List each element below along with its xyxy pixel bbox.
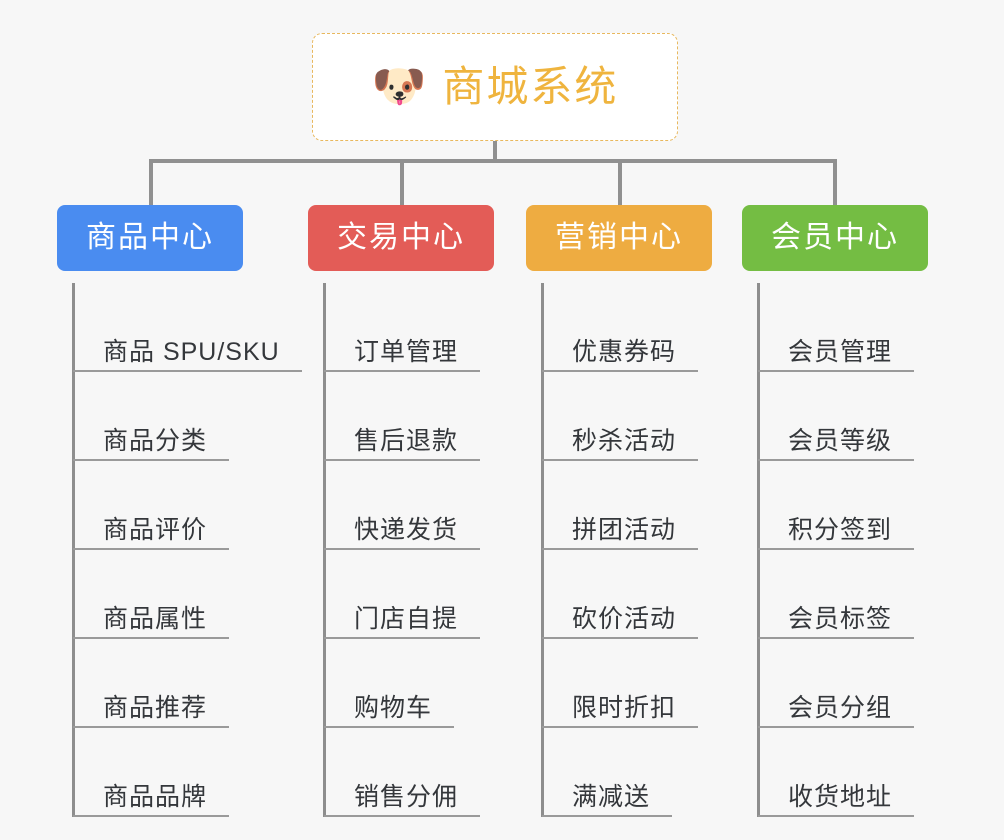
leaf-item[interactable]: 商品推荐 <box>73 639 302 728</box>
branch-column-trade: 交易中心 订单管理 售后退款 快递发货 门店自提 购物车 销售分佣 <box>308 205 494 817</box>
leaf-item-label: 会员管理 <box>788 337 893 366</box>
leaf-item[interactable]: 购物车 <box>324 639 494 728</box>
leaf-item-label: 快递发货 <box>354 515 459 544</box>
leaf-item[interactable]: 商品评价 <box>73 461 302 550</box>
leaf-item-label: 商品 SPU/SKU <box>103 337 280 366</box>
leaf-item-label: 商品属性 <box>103 604 208 633</box>
leaf-item[interactable]: 销售分佣 <box>324 728 494 817</box>
leaf-item[interactable]: 快递发货 <box>324 461 494 550</box>
leaf-item-label: 优惠券码 <box>572 337 677 366</box>
category-header-label: 会员中心 <box>771 221 899 254</box>
branch-trunk-line <box>757 283 760 817</box>
leaf-item[interactable]: 门店自提 <box>324 550 494 639</box>
leaf-item-label: 购物车 <box>354 693 433 722</box>
connector-drop-member <box>833 159 837 205</box>
leaf-item[interactable]: 会员等级 <box>758 372 928 461</box>
leaf-item[interactable]: 积分签到 <box>758 461 928 550</box>
leaf-item[interactable]: 满减送 <box>542 728 712 817</box>
leaf-item-label: 满减送 <box>572 782 651 811</box>
leaf-item[interactable]: 会员标签 <box>758 550 928 639</box>
leaf-list-member: 会员管理 会员等级 积分签到 会员标签 会员分组 收货地址 <box>742 283 928 817</box>
leaf-item[interactable]: 商品品牌 <box>73 728 302 817</box>
leaf-item[interactable]: 优惠券码 <box>542 283 712 372</box>
leaf-item-label: 积分签到 <box>788 515 893 544</box>
leaf-item-label: 砍价活动 <box>572 604 677 633</box>
leaf-list-trade: 订单管理 售后退款 快递发货 门店自提 购物车 销售分佣 <box>308 283 494 817</box>
connector-drop-product <box>149 159 153 205</box>
leaf-item-label: 售后退款 <box>354 426 459 455</box>
branch-trunk-line <box>323 283 326 817</box>
category-header-marketing[interactable]: 营销中心 <box>526 205 712 271</box>
leaf-item-label: 拼团活动 <box>572 515 677 544</box>
leaf-item-label: 会员分组 <box>788 693 893 722</box>
shiba-dog-face-icon: 🐶 <box>371 62 427 111</box>
leaf-item-label: 秒杀活动 <box>572 426 677 455</box>
leaf-list-product: 商品 SPU/SKU 商品分类 商品评价 商品属性 商品推荐 商品品牌 <box>57 283 302 817</box>
leaf-item-label: 销售分佣 <box>354 782 459 811</box>
leaf-item[interactable]: 秒杀活动 <box>542 372 712 461</box>
leaf-item-label: 商品分类 <box>103 426 208 455</box>
leaf-item-label: 商品推荐 <box>103 693 208 722</box>
leaf-item-label: 收货地址 <box>788 782 893 811</box>
leaf-item-label: 订单管理 <box>354 337 459 366</box>
leaf-item-label: 门店自提 <box>354 604 459 633</box>
leaf-item[interactable]: 会员管理 <box>758 283 928 372</box>
category-header-trade[interactable]: 交易中心 <box>308 205 494 271</box>
category-header-member[interactable]: 会员中心 <box>742 205 928 271</box>
leaf-list-marketing: 优惠券码 秒杀活动 拼团活动 砍价活动 限时折扣 满减送 <box>526 283 712 817</box>
branch-column-member: 会员中心 会员管理 会员等级 积分签到 会员标签 会员分组 收货地址 <box>742 205 928 817</box>
leaf-item-label: 限时折扣 <box>572 693 677 722</box>
category-header-label: 商品中心 <box>86 221 214 254</box>
leaf-item[interactable]: 商品分类 <box>73 372 302 461</box>
branch-column-marketing: 营销中心 优惠券码 秒杀活动 拼团活动 砍价活动 限时折扣 满减送 <box>526 205 712 817</box>
leaf-item-label: 商品评价 <box>103 515 208 544</box>
root-node-mall-system[interactable]: 🐶 商城系统 <box>312 33 678 141</box>
connector-drop-trade <box>400 159 404 205</box>
leaf-item[interactable]: 商品属性 <box>73 550 302 639</box>
connector-root-stem <box>493 141 497 162</box>
branch-column-product: 商品中心 商品 SPU/SKU 商品分类 商品评价 商品属性 商品推荐 商品品牌 <box>57 205 302 817</box>
leaf-item[interactable]: 商品 SPU/SKU <box>73 283 302 372</box>
leaf-item[interactable]: 订单管理 <box>324 283 494 372</box>
category-header-label: 交易中心 <box>337 221 465 254</box>
branch-trunk-line <box>72 283 75 817</box>
leaf-item[interactable]: 砍价活动 <box>542 550 712 639</box>
root-node-title: 商城系统 <box>442 63 619 110</box>
leaf-item[interactable]: 拼团活动 <box>542 461 712 550</box>
connector-drop-marketing <box>618 159 622 205</box>
connector-horizontal-bus <box>149 159 837 163</box>
leaf-item[interactable]: 限时折扣 <box>542 639 712 728</box>
leaf-item[interactable]: 售后退款 <box>324 372 494 461</box>
leaf-item-label: 商品品牌 <box>103 782 208 811</box>
leaf-item-label: 会员等级 <box>788 426 893 455</box>
leaf-item-label: 会员标签 <box>788 604 893 633</box>
branch-trunk-line <box>541 283 544 817</box>
leaf-item[interactable]: 会员分组 <box>758 639 928 728</box>
category-header-product[interactable]: 商品中心 <box>57 205 243 271</box>
category-header-label: 营销中心 <box>555 221 683 254</box>
leaf-item[interactable]: 收货地址 <box>758 728 928 817</box>
